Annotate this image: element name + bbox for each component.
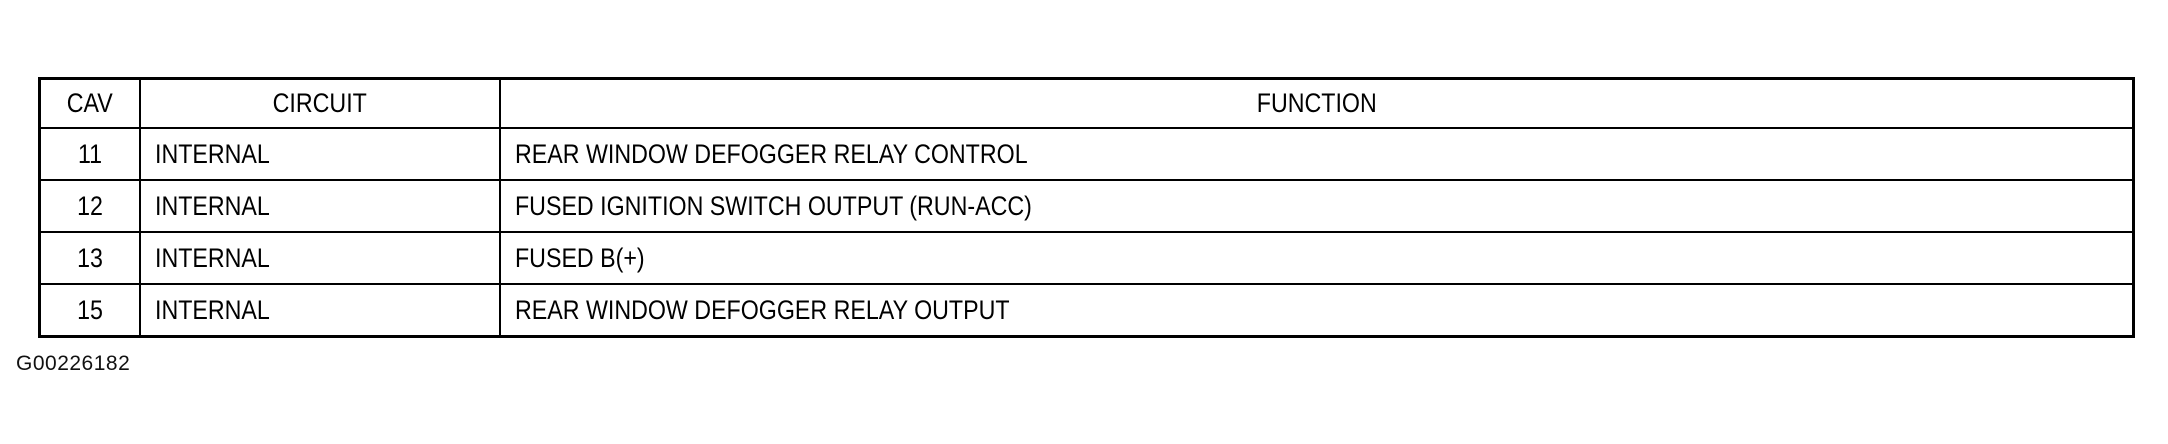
cell-cav: 11 xyxy=(38,127,141,181)
cell-function: FUSED IGNITION SWITCH OUTPUT (RUN-ACC) xyxy=(498,179,2135,233)
table-row: 15 INTERNAL REAR WINDOW DEFOGGER RELAY O… xyxy=(38,283,2135,338)
cell-circuit: INTERNAL xyxy=(138,127,501,181)
table-row: 13 INTERNAL FUSED B(+) xyxy=(38,231,2135,285)
cell-cav: 12 xyxy=(38,179,141,233)
cell-circuit: INTERNAL xyxy=(138,283,501,338)
cell-function: FUSED B(+) xyxy=(498,231,2135,285)
header-cav: CAV xyxy=(38,77,141,129)
cell-circuit: INTERNAL xyxy=(138,179,501,233)
cell-circuit: INTERNAL xyxy=(138,231,501,285)
cell-cav: 15 xyxy=(38,283,141,338)
table-row: 11 INTERNAL REAR WINDOW DEFOGGER RELAY C… xyxy=(38,127,2135,181)
header-circuit: CIRCUIT xyxy=(138,77,501,129)
figure-code: G00226182 xyxy=(16,352,131,375)
cell-function: REAR WINDOW DEFOGGER RELAY CONTROL xyxy=(498,127,2135,181)
table-header-row: CAV CIRCUIT FUNCTION xyxy=(38,77,2135,129)
connector-pinout-table: CAV CIRCUIT FUNCTION 11 INTERNAL REAR WI… xyxy=(38,77,2135,338)
header-function: FUNCTION xyxy=(498,77,2135,129)
cell-cav: 13 xyxy=(38,231,141,285)
cell-function: REAR WINDOW DEFOGGER RELAY OUTPUT xyxy=(498,283,2135,338)
table-row: 12 INTERNAL FUSED IGNITION SWITCH OUTPUT… xyxy=(38,179,2135,233)
